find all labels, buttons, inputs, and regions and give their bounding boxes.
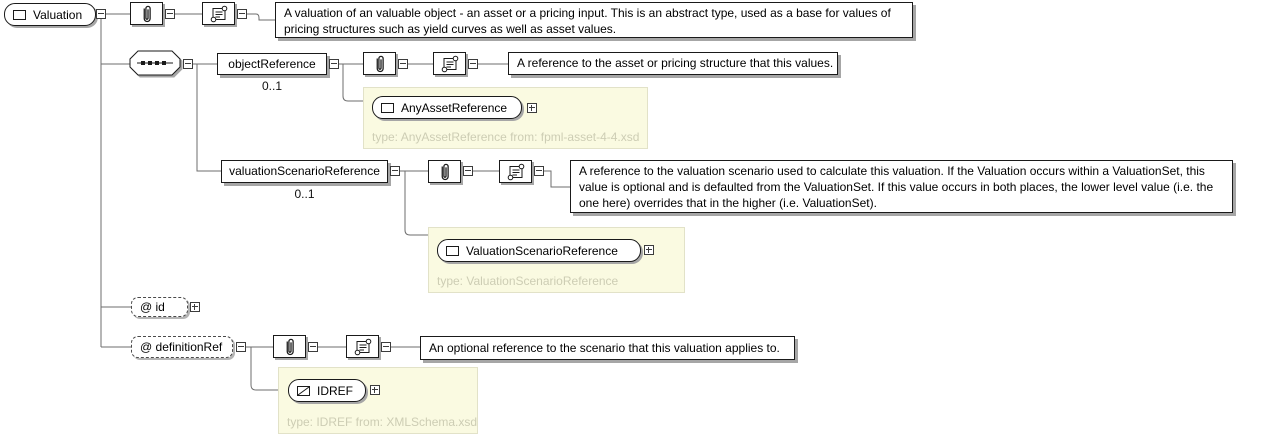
type-note: type: AnyAssetReference from: fpml-asset… — [372, 130, 640, 144]
scroll-icon — [507, 163, 524, 180]
attribute-label: @ id — [140, 300, 165, 314]
paperclip-icon — [286, 338, 294, 355]
documentation-text: A reference to the valuation scenario us… — [570, 160, 1233, 213]
scroll-icon — [354, 338, 371, 355]
documentation-tile — [499, 160, 532, 183]
collapse-icon[interactable] — [183, 59, 193, 69]
annotation-tile — [428, 160, 461, 183]
type-label: ValuationScenarioReference — [466, 243, 618, 258]
annotation-tile — [130, 2, 163, 25]
documentation-tile — [202, 2, 235, 25]
type-ref-valuation-scenario-reference[interactable]: ValuationScenarioReference — [437, 239, 641, 262]
element-label: valuationScenarioReference — [229, 164, 380, 178]
attribute-definition-ref[interactable]: @ definitionRef — [131, 336, 233, 358]
collapse-icon[interactable] — [468, 59, 478, 69]
simple-type-icon — [297, 385, 310, 396]
paperclip-icon — [143, 5, 151, 22]
type-panel-idref: IDREF type: IDREF from: XMLSchema.xsd — [278, 367, 478, 434]
complex-type-icon — [446, 245, 459, 256]
paperclip-icon — [441, 163, 449, 180]
type-ref-any-asset-reference[interactable]: AnyAssetReference — [372, 96, 522, 119]
type-note: type: ValuationScenarioReference — [437, 274, 619, 288]
element-object-reference[interactable]: objectReference — [217, 53, 327, 75]
type-ref-idref[interactable]: IDREF — [288, 379, 366, 402]
collapse-icon[interactable] — [390, 166, 400, 176]
documentation-tile — [346, 335, 379, 358]
attribute-label: @ definitionRef — [140, 340, 223, 354]
element-valuation[interactable]: Valuation — [4, 3, 96, 26]
expand-icon[interactable] — [190, 302, 200, 312]
collapse-icon[interactable] — [96, 9, 106, 19]
scroll-icon — [441, 55, 458, 72]
element-valuation-scenario-reference[interactable]: valuationScenarioReference — [221, 160, 388, 183]
type-label: AnyAssetReference — [401, 100, 508, 115]
sequence-compositor[interactable] — [129, 50, 183, 78]
type-label: IDREF — [317, 383, 353, 398]
collapse-icon[interactable] — [329, 59, 339, 69]
collapse-icon[interactable] — [381, 342, 391, 352]
documentation-tile — [433, 52, 466, 75]
collapse-icon[interactable] — [308, 342, 318, 352]
documentation-text: An optional reference to the scenario th… — [420, 336, 795, 360]
collapse-icon[interactable] — [534, 166, 544, 176]
expand-icon[interactable] — [644, 245, 654, 255]
element-label: objectReference — [228, 57, 316, 71]
type-note: type: IDREF from: XMLSchema.xsd — [287, 415, 478, 429]
collapse-icon[interactable] — [463, 166, 473, 176]
documentation-text: A reference to the asset or pricing stru… — [508, 52, 838, 75]
documentation-text: A valuation of an valuable object - an a… — [275, 2, 913, 38]
annotation-tile — [273, 335, 306, 358]
sequence-icon — [129, 50, 181, 76]
expand-icon[interactable] — [527, 103, 537, 113]
occurrence-label: 0..1 — [261, 79, 282, 93]
complex-type-icon — [381, 102, 394, 113]
type-panel-valuation-scenario-reference: ValuationScenarioReference type: Valuati… — [428, 227, 685, 293]
collapse-icon[interactable] — [236, 342, 246, 352]
occurrence-label: 0..1 — [294, 187, 315, 201]
collapse-icon[interactable] — [398, 59, 408, 69]
element-label: Valuation — [33, 7, 83, 22]
paperclip-icon — [376, 55, 384, 72]
collapse-icon[interactable] — [165, 9, 175, 19]
scroll-icon — [210, 5, 227, 22]
annotation-tile — [363, 52, 396, 75]
type-panel-any-asset-reference: AnyAssetReference type: AnyAssetReferenc… — [363, 87, 648, 149]
collapse-icon[interactable] — [237, 9, 247, 19]
attribute-id[interactable]: @ id — [131, 297, 188, 317]
expand-icon[interactable] — [370, 385, 380, 395]
complex-type-icon — [13, 9, 26, 20]
